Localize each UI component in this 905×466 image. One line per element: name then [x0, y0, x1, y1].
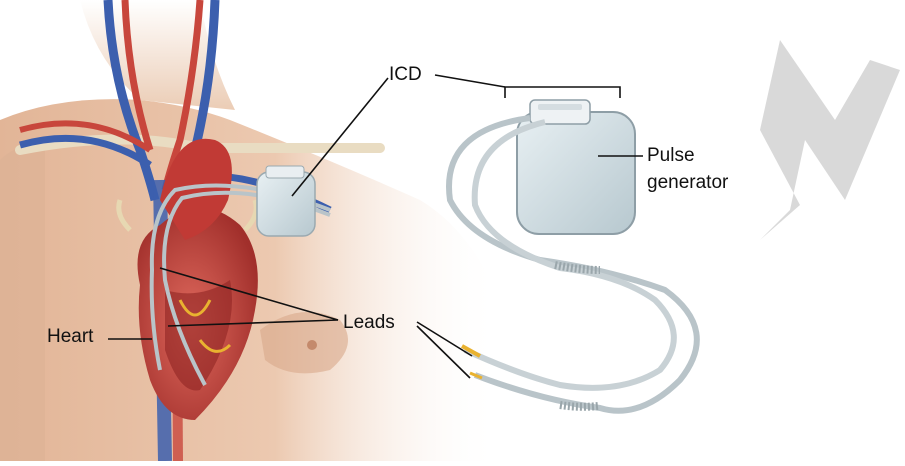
torso — [0, 0, 500, 461]
icd-bracket — [505, 87, 620, 98]
pulse-generator-label-line2: generator — [647, 172, 728, 194]
implanted-icd — [257, 166, 315, 236]
nipple — [307, 340, 317, 350]
icd-device — [517, 100, 635, 234]
leads-label: Leads — [343, 312, 395, 334]
watermark-logo — [760, 40, 900, 240]
pulse-generator-label-line1: Pulse — [647, 145, 695, 167]
heart-label: Heart — [47, 326, 93, 348]
icd-leader — [435, 75, 505, 87]
icd-label: ICD — [389, 64, 422, 86]
